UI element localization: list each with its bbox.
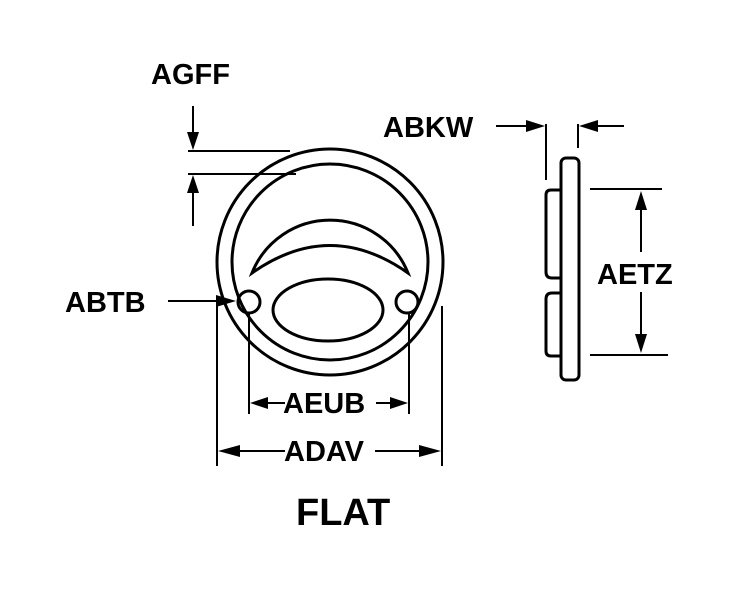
inner-ring — [230, 162, 430, 362]
dimension-adav: ADAV — [216, 306, 443, 468]
crescent-slot — [248, 218, 412, 278]
diagram-title: FLAT — [296, 492, 390, 534]
label-aetz: AETZ — [597, 259, 673, 291]
side-plate — [559, 156, 581, 382]
dimension-abtb: ABTB — [65, 287, 236, 319]
label-aeub: AEUB — [283, 388, 365, 420]
dimension-abkw: ABKW — [383, 112, 624, 180]
right-hole — [394, 289, 420, 315]
front-view — [188, 147, 445, 377]
label-abkw: ABKW — [383, 112, 474, 144]
dimension-aetz: AETZ — [590, 188, 673, 356]
upper-boss — [544, 188, 561, 280]
side-view — [544, 156, 581, 382]
dimension-aeub: AEUB — [248, 312, 410, 420]
center-oval — [271, 277, 385, 343]
label-abtb: ABTB — [65, 287, 146, 319]
dimension-agff: AGFF — [151, 59, 230, 226]
lower-boss — [544, 291, 561, 358]
label-adav: ADAV — [284, 436, 365, 468]
outer-ring — [215, 147, 445, 377]
label-agff: AGFF — [151, 59, 230, 91]
